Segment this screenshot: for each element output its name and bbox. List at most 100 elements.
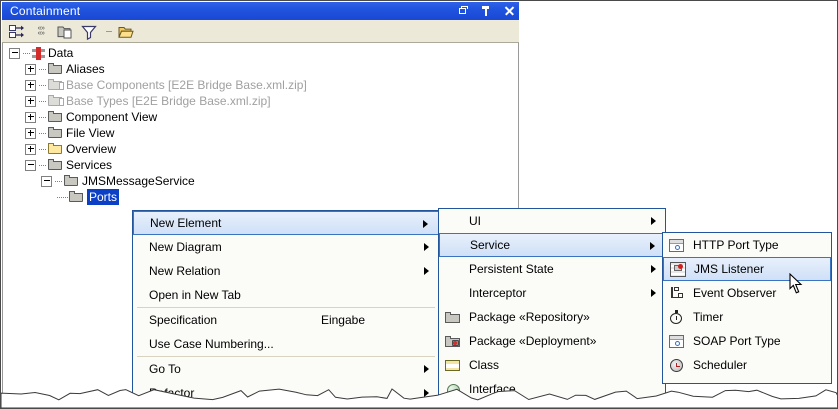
tree-node-label: Component View [66, 110, 158, 124]
jms-listener-icon [670, 262, 686, 277]
menu-item[interactable]: Event Observer [663, 281, 831, 305]
menu-item-label: New Diagram [149, 240, 222, 254]
menu-item-label: HTTP Port Type [693, 238, 779, 252]
tree-node[interactable]: Services [25, 157, 112, 173]
menu-item[interactable]: New Element [133, 211, 439, 235]
menu-item-label: JMS Listener [694, 262, 765, 276]
expand-icon[interactable] [25, 143, 36, 155]
menu-item[interactable]: Go To [133, 357, 439, 381]
title-bar: Containment [2, 2, 519, 20]
tree-node[interactable]: Data [9, 45, 73, 61]
tree-connector [39, 148, 47, 150]
folder-icon [48, 63, 63, 75]
relations-icon[interactable]: «»«» [37, 24, 45, 37]
menu-item[interactable]: Package «Deployment» [439, 329, 665, 353]
tree-node[interactable]: JMSMessageService [41, 173, 195, 189]
tree-node[interactable]: Base Types [E2E Bridge Base.xml.zip] [25, 93, 271, 109]
menu-item[interactable]: Interceptor [439, 281, 665, 305]
folder-doc-icon [48, 95, 64, 107]
tree-connector [39, 68, 47, 70]
tree-node[interactable]: Aliases [25, 61, 105, 77]
menu-item[interactable]: Refactor [133, 381, 439, 405]
timer-icon [670, 310, 683, 324]
folder-icon [69, 191, 84, 203]
menu-item[interactable]: Package «Repository» [439, 305, 665, 329]
toolbar-separator [103, 22, 112, 41]
menu-item-accelerator: Eingabe [320, 313, 365, 327]
menu-item[interactable]: Specification Eingabe [133, 308, 439, 332]
menu-item-label: Interceptor [469, 286, 527, 300]
tree-node-label: Base Types [E2E Bridge Base.xml.zip] [66, 94, 271, 108]
submenu-arrow-icon [424, 365, 429, 373]
menu-icon-slot [444, 235, 466, 255]
data-root-icon [32, 46, 45, 60]
tree-node[interactable]: Base Components [E2E Bridge Base.xml.zip… [25, 77, 307, 93]
menu-item-label: Refactor [149, 386, 195, 400]
menu-item[interactable]: Open in New Tab [133, 283, 439, 307]
menu-item[interactable]: HTTP Port Type [663, 233, 831, 257]
expand-icon[interactable] [25, 111, 36, 123]
menu-item[interactable]: Persistent State [439, 257, 665, 281]
submenu-arrow-icon [424, 389, 429, 397]
expand-icon[interactable] [25, 95, 36, 107]
tree-node[interactable]: Ports [57, 189, 120, 205]
collapse-icon[interactable] [9, 47, 20, 59]
menu-item[interactable]: JMS Listener [663, 257, 831, 281]
window-buttons [457, 2, 515, 20]
port-type-icon-slot [666, 235, 688, 255]
folder-icon [48, 111, 63, 123]
scheduler-icon-slot [666, 355, 688, 375]
menu-item[interactable]: UI [439, 209, 665, 233]
menu-item[interactable]: New Diagram [133, 235, 439, 259]
menu-item-label: Service [470, 238, 511, 252]
menu-item-label: New Relation [149, 264, 221, 278]
submenu-arrow-icon [651, 289, 656, 297]
expand-icon[interactable] [25, 63, 36, 75]
menu-item-label: Persistent State [469, 262, 554, 276]
menu-item[interactable]: Timer [663, 305, 831, 329]
submenu-arrow-icon [650, 242, 655, 250]
expand-icon[interactable] [25, 79, 36, 91]
tree-node[interactable]: Component View [25, 109, 157, 125]
menu-item[interactable]: New Relation [133, 259, 439, 283]
close-icon[interactable] [503, 5, 515, 17]
menu-item-label: Event Observer [693, 286, 777, 300]
menu-item[interactable]: Interface [439, 377, 665, 401]
menu-item[interactable]: Use Case Numbering... [133, 332, 439, 356]
interface-icon-slot [443, 379, 465, 399]
folder-icon [445, 312, 460, 323]
copy-folder-icon[interactable] [55, 22, 75, 41]
expand-icon[interactable] [25, 127, 36, 139]
interface-icon [447, 384, 460, 397]
event-observer-icon [671, 287, 683, 300]
tree-node-label: Base Components [E2E Bridge Base.xml.zip… [66, 78, 307, 92]
tree-node-label: Aliases [66, 62, 105, 76]
folder-deploy-icon [445, 336, 460, 347]
pin-icon[interactable] [480, 5, 492, 17]
tree-connector [39, 84, 47, 86]
restore-icon[interactable] [457, 5, 469, 17]
menu-item[interactable]: Service [439, 233, 665, 257]
menu-item[interactable]: SOAP Port Type [663, 329, 831, 353]
menu-item-label: Package «Deployment» [469, 334, 597, 348]
submenu-arrow-icon [424, 243, 429, 251]
menu-item[interactable]: Class [439, 353, 665, 377]
tree-node-label: Data [48, 46, 74, 60]
menu-item[interactable]: Scheduler [663, 353, 831, 377]
expand-all-icon[interactable] [7, 22, 27, 41]
collapse-icon[interactable] [25, 159, 36, 171]
tree-node[interactable]: File View [25, 125, 114, 141]
menu-item-label: Specification [149, 313, 218, 327]
menu-icon-slot [443, 283, 465, 303]
filter-funnel-icon[interactable] [79, 22, 99, 41]
tree-node-label: Ports [87, 189, 120, 205]
tree-node-label: Overview [66, 142, 117, 156]
open-folder-icon[interactable] [116, 22, 136, 41]
collapse-icon[interactable] [41, 175, 52, 187]
tree-node[interactable]: Overview [25, 141, 116, 157]
jms-listener-icon-slot [667, 259, 689, 279]
